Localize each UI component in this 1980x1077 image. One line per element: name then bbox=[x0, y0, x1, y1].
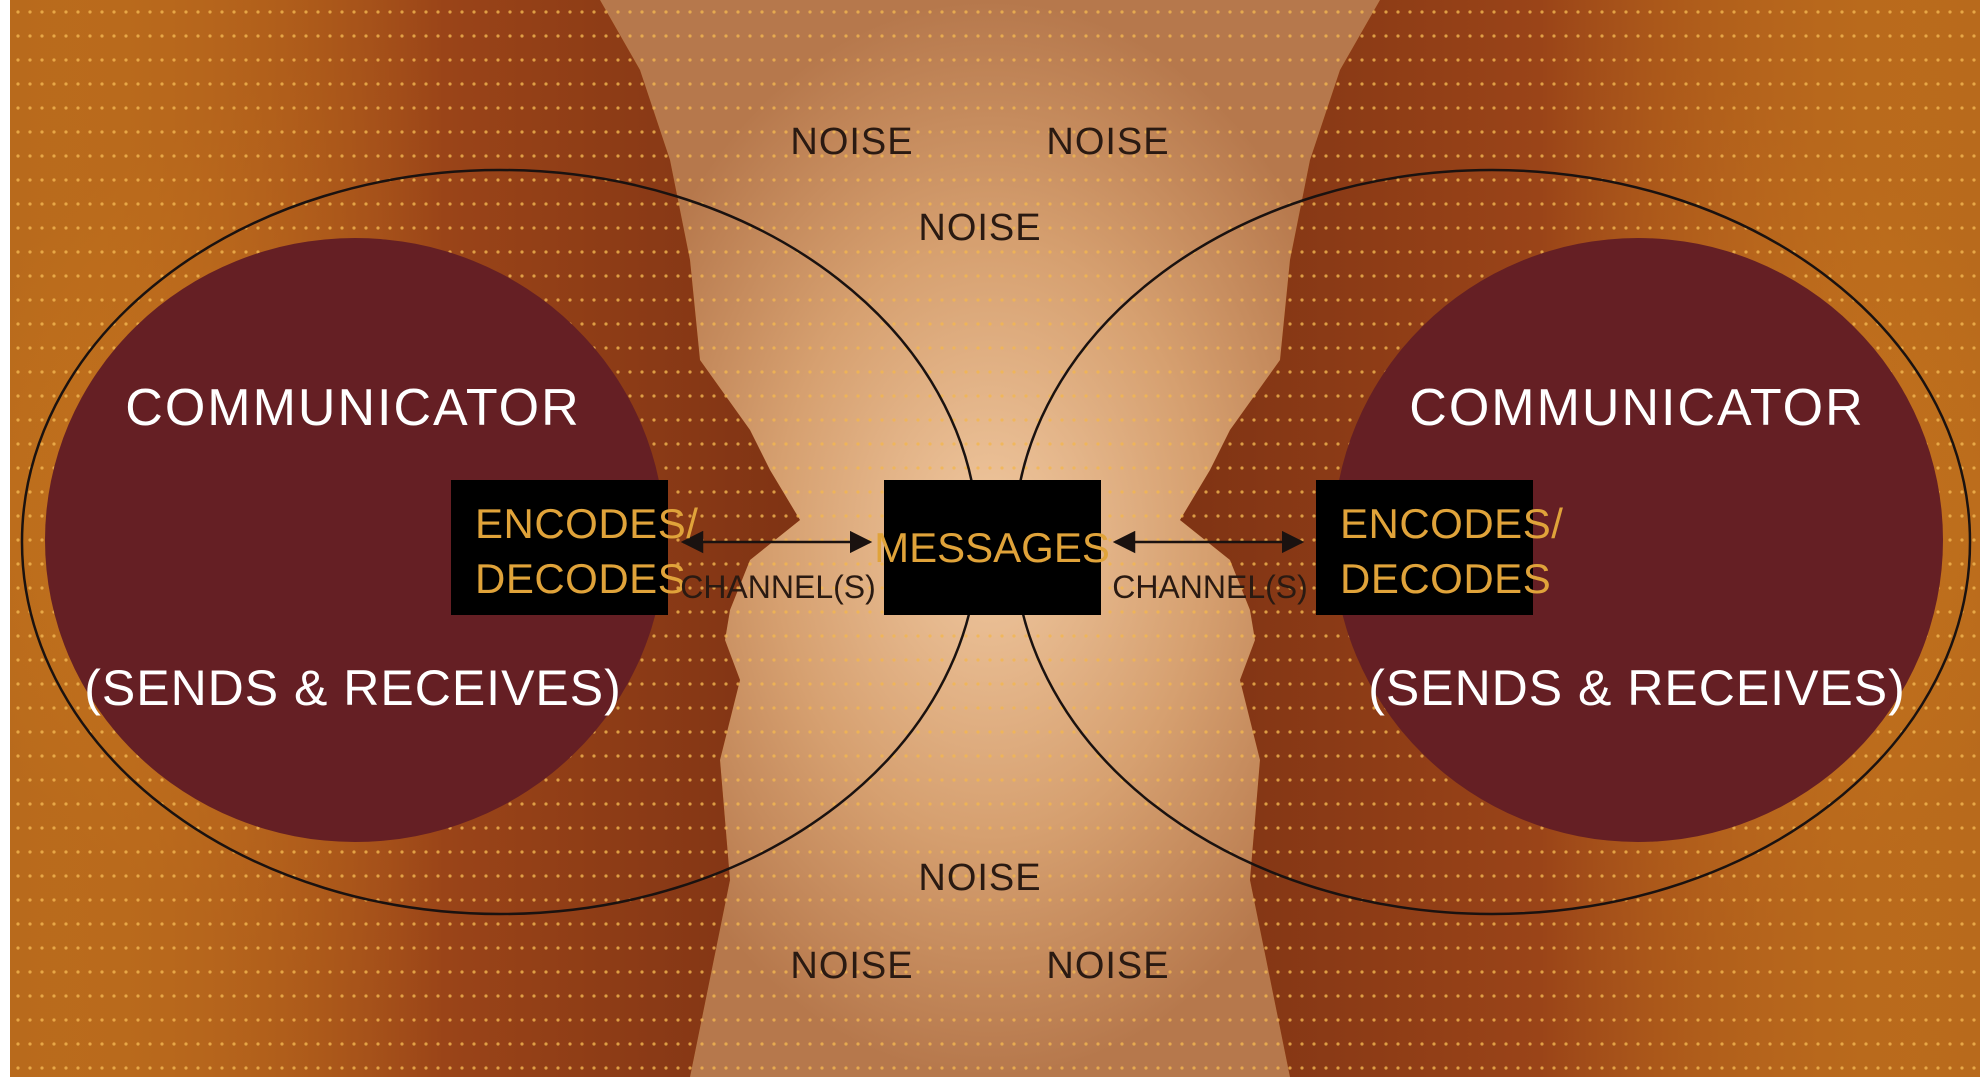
right-communicator-role: (SENDS & RECEIVES) bbox=[1368, 660, 1906, 716]
left-encode-decode-box bbox=[451, 480, 668, 615]
noise-label: NOISE bbox=[918, 857, 1041, 899]
left-channel-label: CHANNEL(S) bbox=[680, 569, 876, 605]
noise-label: NOISE bbox=[1046, 945, 1169, 987]
noise-label: NOISE bbox=[790, 945, 913, 987]
right-communicator-title: COMMUNICATOR bbox=[1409, 379, 1864, 437]
noise-label: NOISE bbox=[918, 207, 1041, 249]
right-box-line1: ENCODES/ bbox=[1340, 500, 1563, 547]
noise-label: NOISE bbox=[1046, 121, 1169, 163]
left-communicator-title: COMMUNICATOR bbox=[125, 379, 580, 437]
noise-label: NOISE bbox=[790, 121, 913, 163]
messages-label: MESSAGES bbox=[874, 524, 1110, 571]
left-box-line2: DECODES bbox=[475, 555, 686, 602]
right-box-line2: DECODES bbox=[1340, 555, 1551, 602]
right-encode-decode-box bbox=[1316, 480, 1533, 615]
right-communicator-circle bbox=[1333, 238, 1943, 842]
right-channel-label: CHANNEL(S) bbox=[1112, 569, 1308, 605]
messages-box bbox=[884, 480, 1101, 615]
left-communicator-role: (SENDS & RECEIVES) bbox=[84, 660, 622, 716]
left-box-line1: ENCODES/ bbox=[475, 500, 698, 547]
left-communicator-circle bbox=[45, 238, 665, 842]
